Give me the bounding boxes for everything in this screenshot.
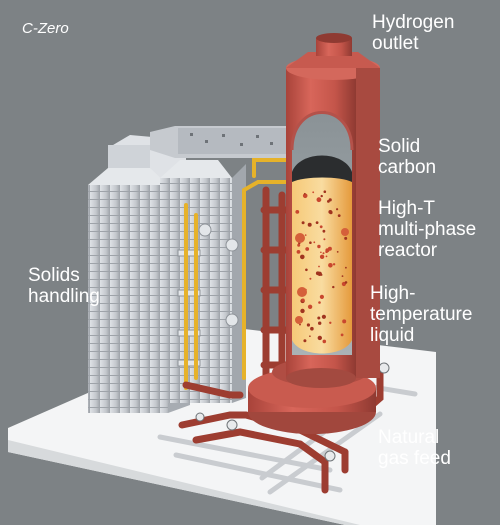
label-solid-carbon: Solid carbon (378, 136, 437, 178)
carbon-particle (313, 241, 316, 244)
carbon-particle (322, 339, 327, 344)
carbon-particle (345, 266, 347, 269)
carbon-particle (315, 221, 319, 225)
carbon-particle (336, 251, 339, 253)
carbon-particle (328, 263, 333, 268)
carbon-particle (320, 194, 323, 198)
carbon-particle (325, 255, 328, 258)
carbon-particle (310, 326, 314, 331)
carbon-particle (317, 335, 322, 341)
carbon-particle (306, 323, 310, 327)
carbon-particle (302, 193, 308, 199)
carbon-particle (322, 229, 326, 233)
carbon-particle (320, 251, 322, 254)
carbon-particle (319, 254, 325, 259)
carbon-particle (297, 243, 301, 247)
carbon-particle (328, 210, 333, 214)
carbon-particle (295, 316, 303, 324)
carbon-particle (327, 246, 332, 251)
carbon-particle (300, 254, 305, 260)
reactor-vessel (286, 33, 380, 388)
brand-label: C-Zero (22, 20, 69, 37)
label-hydrogen-outlet: Hydrogen outlet (372, 12, 455, 54)
carbon-particle (312, 191, 315, 194)
carbon-particle (319, 225, 323, 229)
carbon-particle (301, 221, 305, 225)
carbon-particle (332, 263, 336, 266)
carbon-particle (309, 241, 312, 244)
carbon-particle (319, 294, 324, 299)
carbon-particle (300, 308, 305, 314)
carbon-particle (303, 192, 306, 195)
carbon-particle (295, 210, 300, 214)
carbon-particle (329, 321, 332, 324)
carbon-particle (341, 228, 349, 236)
carbon-particle (304, 234, 307, 236)
solid-carbon-layer (292, 155, 352, 185)
carbon-particle (327, 200, 330, 203)
carbon-particle (307, 304, 313, 309)
carbon-particle (309, 335, 311, 338)
carbon-particle (317, 316, 321, 320)
carbon-particle (316, 197, 322, 203)
carbon-particle (340, 333, 344, 337)
carbon-particle (332, 285, 335, 289)
carbon-particle (295, 233, 305, 243)
carbon-particle (307, 222, 312, 227)
gas-lines (184, 158, 290, 390)
label-reactor: High-T multi-phase reactor (378, 198, 477, 261)
carbon-particle (317, 271, 322, 276)
carbon-particle (297, 287, 307, 297)
carbon-particle (342, 319, 347, 324)
label-solids-handling: Solids handling (28, 265, 100, 307)
carbon-particle (323, 190, 327, 193)
carbon-particle (309, 277, 312, 280)
carbon-particle (321, 314, 326, 319)
label-natural-gas-feed: Natural gas feed (378, 427, 451, 469)
carbon-particle (323, 238, 326, 241)
label-high-temperature-liquid: High- temperature liquid (370, 283, 473, 346)
carbon-particle (296, 250, 301, 254)
carbon-particle (337, 214, 341, 218)
pipe-valves (195, 362, 390, 462)
carbon-particle (317, 244, 321, 249)
carbon-particle (318, 301, 321, 304)
carbon-particle (318, 265, 320, 268)
carbon-particle (305, 268, 308, 272)
carbon-particle (318, 321, 322, 325)
molten-liquid (292, 177, 352, 354)
carbon-particle (301, 298, 305, 302)
carbon-particle (305, 247, 310, 251)
carbon-particle (344, 236, 348, 240)
carbon-particle (303, 339, 307, 343)
carbon-particle (336, 208, 339, 211)
carbon-particle (299, 323, 301, 326)
carbon-particle (344, 281, 348, 284)
carbon-particle (341, 275, 344, 277)
carbon-particles (295, 190, 349, 344)
carbon-particle (322, 252, 325, 255)
